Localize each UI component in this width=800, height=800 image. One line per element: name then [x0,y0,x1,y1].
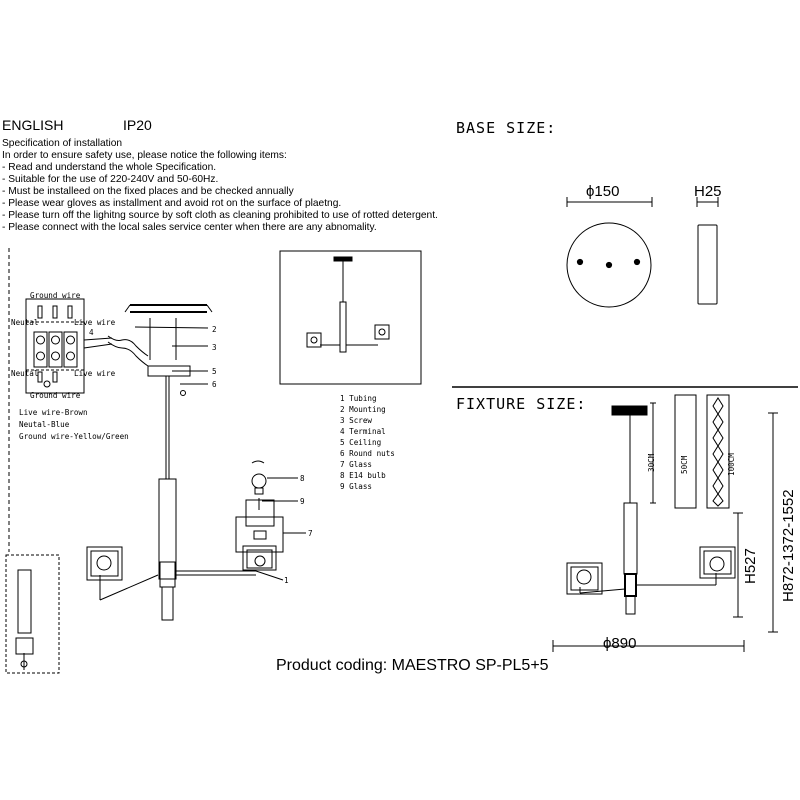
base-drawing [567,197,718,307]
spec-intro: In order to ensure safety use, please no… [2,150,287,161]
parts-list-item: 1 Tubing [340,394,377,403]
parts-list-item: 7 Glass [340,460,373,469]
base-diameter-label: ϕ150 [586,183,620,200]
live-wire-bottom-label: Live wire [74,369,116,378]
preview-fixture-box [280,251,421,384]
spec-item: - Please turn off the lighitng source by… [2,210,438,221]
fixture-size-title: FIXTURE SIZE: [456,395,587,413]
product-coding: Product coding: MAESTRO SP-PL5+5 [276,657,549,674]
spec-item: - Must be installeed on the fixed places… [2,186,294,197]
wire-legend-neutral: Neutal-Blue [19,420,70,429]
callout-3: 3 [212,343,217,352]
parts-list-item: 6 Round nuts [340,449,395,458]
neutral-top-label: Neutal [11,318,39,327]
terminal-block [26,299,112,393]
callout-8: 8 [300,474,305,483]
wire-legend-live: Live wire-Brown [19,408,88,417]
ground-wire-top-label: Ground wire [30,291,81,300]
base-size-title: BASE SIZE: [456,119,557,137]
fixture-width-label: ϕ890 [603,635,637,652]
parts-list-item: 3 Screw [340,416,373,425]
spec-item: - Please connect with the local sales se… [2,222,377,233]
callout-9: 9 [300,497,305,506]
parts-list-item: 5 Ceiling [340,438,382,447]
ground-wire-bottom-label: Ground wire [30,391,81,400]
spec-item: - Please wear gloves as installment and … [2,198,342,209]
canopy-side-view [698,225,717,304]
fixture-size-drawing [553,395,778,652]
spec-item: - Suitable for the use of 220-240V and 5… [2,174,219,185]
callout-4: 4 [89,328,94,337]
ceiling-mount-assembly [108,305,212,479]
ip-rating: IP20 [123,117,152,133]
spec-item: - Read and understand the whole Specific… [2,162,217,173]
live-wire-top-label: Live wire [74,318,116,327]
spec-title: Specification of installation [2,138,123,149]
fixture-body [87,479,283,620]
language-label: ENGLISH [2,117,64,133]
parts-list-item: 4 Terminal [340,427,386,436]
wire-legend-ground: Ground wire-Yellow/Green [19,432,129,441]
callout-5: 5 [212,367,217,376]
bulb-detail [236,461,306,552]
parts-list-item: 8 E14 bulb [340,471,386,480]
callout-1: 1 [284,576,289,585]
neutral-bottom-label: Neutal [11,369,39,378]
callout-6: 6 [212,380,217,389]
base-height-label: H25 [694,183,722,200]
canopy-plate [567,223,651,307]
callout-2: 2 [212,325,217,334]
parts-list-item: 2 Mounting [340,405,386,414]
parts-list-item: 9 Glass [340,482,373,491]
side-assembly-strip [6,555,59,673]
callout-7: 7 [308,529,313,538]
